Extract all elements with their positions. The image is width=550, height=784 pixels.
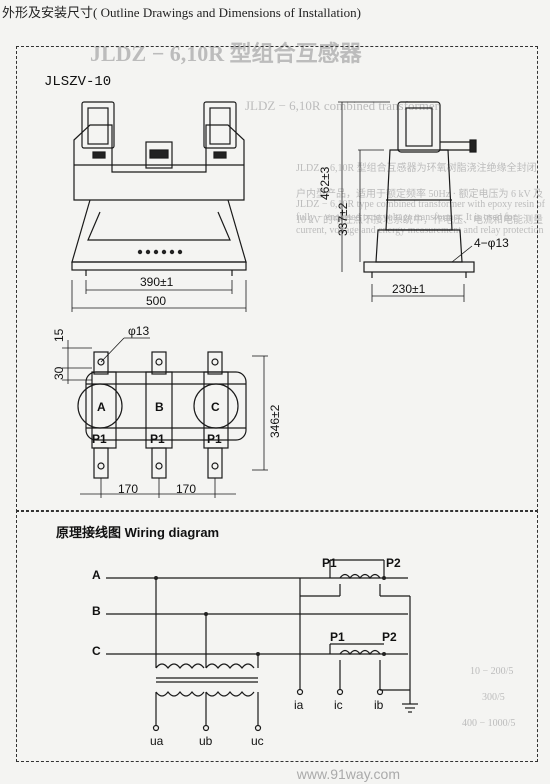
line-label-a: A: [92, 568, 101, 582]
line-label-b: B: [92, 604, 101, 618]
ghost-title-cn: JLDZ − 6,10R 型组合互感器: [90, 41, 362, 66]
page-title: 外形及安装尺寸( Outline Drawings and Dimensions…: [2, 5, 361, 20]
side-view: [338, 101, 477, 302]
dim-346: 346±2: [268, 404, 282, 438]
ct2-p2: P2: [382, 630, 397, 644]
wiring-title: 原理接线图 Wiring diagram: [56, 525, 220, 540]
wiring-panel: [16, 510, 538, 762]
dim-230: 230±1: [392, 282, 426, 296]
line-label-c: C: [92, 644, 101, 658]
dim-hole: 4−φ13: [474, 236, 509, 250]
ct1-p2: P2: [386, 556, 401, 570]
dim-170-left: 170: [118, 482, 139, 496]
model-label: JLSZV-10: [44, 74, 112, 90]
ct1-p1: P1: [322, 556, 337, 570]
phase-label-c: C: [211, 400, 220, 414]
out-ic: ic: [334, 698, 343, 712]
dim-462: 462±3: [318, 166, 332, 200]
p1-label-a: P1: [92, 432, 107, 446]
out-ib: ib: [374, 698, 384, 712]
outline-panel: [16, 46, 538, 512]
dim-337: 337±2: [336, 202, 350, 236]
ghost-row-1: 10 − 200/5: [470, 666, 514, 677]
dim-500: 500: [146, 294, 167, 308]
dim-15: 15: [52, 328, 66, 342]
watermark: www.91way.com: [296, 766, 400, 782]
wiring-diagram: [106, 559, 418, 732]
p1-label-b: P1: [150, 432, 165, 446]
dim-30: 30: [52, 366, 66, 380]
ghost-row-3: 400 − 1000/5: [462, 718, 516, 729]
term-ua: ua: [150, 734, 164, 748]
dim-170-right: 170: [176, 482, 197, 496]
top-view: [62, 337, 268, 498]
term-ub: ub: [199, 734, 213, 748]
ct2-p1: P1: [330, 630, 345, 644]
out-ia: ia: [294, 698, 304, 712]
p1-label-c: P1: [207, 432, 222, 446]
dim-390: 390±1: [140, 275, 174, 289]
front-view: [71, 101, 247, 312]
ghost-intro-cn: JLDZ − 6,10R 型组合互感器为环氧树脂浇注绝缘全封闭户内型产品，适用于…: [296, 163, 544, 226]
dim-phi13: φ13: [128, 324, 150, 338]
phase-label-b: B: [155, 400, 164, 414]
phase-label-a: A: [97, 400, 106, 414]
term-uc: uc: [251, 734, 264, 748]
ghost-row-2: 300/5: [482, 692, 505, 703]
